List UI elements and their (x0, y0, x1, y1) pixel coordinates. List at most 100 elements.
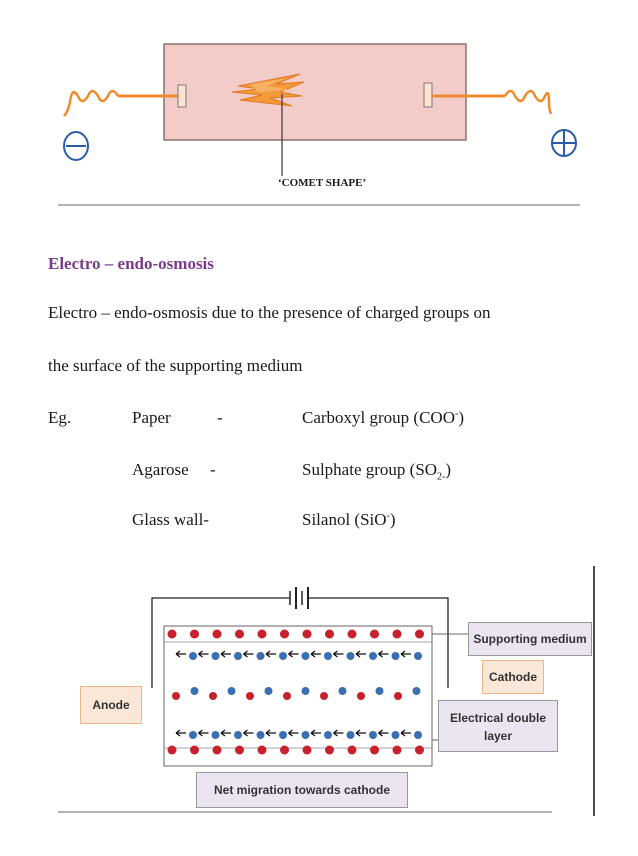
bulk-ion (375, 687, 384, 695)
positive-counter-ion (414, 652, 422, 660)
positive-counter-ion (391, 652, 400, 660)
section-heading: Electro – endo-osmosis (48, 254, 214, 273)
migration-arrow (355, 650, 366, 658)
eg-label: Eg. (48, 408, 72, 427)
positive-counter-ion (324, 731, 332, 739)
electrical-double-layer-label: Electrical double layer (438, 700, 558, 752)
example-dash: - (217, 408, 223, 427)
group-charge: - (386, 510, 390, 522)
positive-counter-ion (189, 652, 197, 660)
positive-counter-ion (211, 731, 220, 739)
migration-arrow (333, 729, 344, 737)
migration-arrow (400, 729, 411, 737)
positive-counter-ion (189, 731, 197, 739)
group-close: ) (445, 460, 452, 479)
positive-counter-ion (279, 652, 287, 660)
negative-fixed-charge (167, 745, 177, 755)
negative-fixed-charge (212, 629, 222, 639)
migration-arrow (378, 650, 389, 658)
positive-counter-ion (256, 652, 265, 660)
group-charge: 2- (437, 471, 446, 483)
migration-arrow (310, 729, 321, 737)
negative-fixed-charge (392, 629, 402, 639)
example-group: Carboxyl group (COO-) (302, 408, 464, 428)
negative-fixed-charge (415, 629, 424, 639)
bulk-ion (338, 687, 347, 695)
migration-arrow (198, 729, 209, 737)
double-layer-line-1: Electrical double (449, 711, 547, 725)
negative-fixed-charge (347, 745, 357, 755)
example-dash: - (210, 460, 216, 479)
ion-layer (167, 629, 424, 755)
bulk-ion (283, 692, 291, 700)
left-coil (63, 89, 120, 117)
positive-counter-ion (256, 731, 265, 739)
migration-arrow (400, 650, 411, 658)
migration-arrow (288, 650, 299, 658)
migration-arrow (355, 729, 366, 737)
net-migration-label: Net migration towards cathode (196, 772, 408, 808)
cathode-label: Cathode (482, 660, 544, 694)
example-medium: Glass wall- (132, 510, 209, 529)
bulk-ion (190, 687, 199, 695)
negative-fixed-charge (167, 629, 177, 639)
group-close: ) (389, 510, 396, 529)
negative-fixed-charge (347, 629, 357, 639)
minus-circle-icon (63, 131, 89, 161)
paragraph-line-2: the surface of the supporting medium (48, 356, 303, 375)
positive-counter-ion (369, 652, 377, 660)
bulk-ion (209, 692, 217, 700)
bulk-ion (320, 692, 328, 700)
bulk-ion (394, 692, 402, 700)
plus-circle-icon (551, 129, 577, 157)
bulk-ion (172, 692, 180, 700)
migration-arrow (265, 729, 276, 737)
positive-counter-ion (234, 731, 242, 739)
migration-arrow (310, 650, 321, 658)
negative-fixed-charge (235, 629, 244, 639)
group-close: ) (458, 408, 464, 427)
negative-fixed-charge (190, 745, 199, 755)
migration-arrow (378, 729, 389, 737)
positive-counter-ion (346, 652, 355, 660)
endo-osmosis-figure: Supporting medium Cathode Anode Electric… (0, 560, 638, 851)
positive-counter-ion (301, 731, 310, 739)
negative-fixed-charge (257, 745, 267, 755)
negative-fixed-charge (415, 745, 424, 755)
migration-arrow (333, 650, 344, 658)
right-coil (503, 89, 553, 115)
supporting-medium-label: Supporting medium (468, 622, 592, 656)
bulk-ion (264, 687, 273, 695)
anode-label: Anode (80, 686, 142, 724)
migration-arrow (175, 729, 186, 737)
migration-arrow (198, 650, 209, 658)
migration-arrow (175, 650, 186, 658)
negative-fixed-charge (392, 745, 402, 755)
negative-fixed-charge (212, 745, 222, 755)
negative-fixed-charge (257, 629, 267, 639)
bulk-ion (246, 692, 254, 700)
migration-arrow (220, 650, 231, 658)
negative-fixed-charge (235, 745, 244, 755)
group-text: Carboxyl group (COO (302, 408, 455, 427)
comet-shape-label: ‘COMET SHAPE’ (278, 177, 367, 189)
gel-tube (163, 43, 467, 141)
bulk-ion (227, 687, 236, 695)
battery-icon (289, 587, 309, 609)
negative-fixed-charge (302, 629, 312, 639)
endo-osmosis-svg (58, 566, 595, 816)
positive-counter-ion (369, 731, 377, 739)
positive-counter-ion (234, 652, 242, 660)
group-text: Silanol (SiO (302, 510, 387, 529)
example-medium: Agarose (132, 460, 189, 479)
circuit-wire (151, 597, 449, 688)
negative-fixed-charge (280, 629, 289, 639)
paragraph-line-1: Electro – endo-osmosis due to the presen… (48, 303, 491, 322)
positive-counter-ion (301, 652, 310, 660)
negative-fixed-charge (302, 745, 312, 755)
comet-electrophoresis-figure: ‘COMET SHAPE’ (0, 0, 638, 220)
negative-fixed-charge (325, 745, 334, 755)
example-group: Sulphate group (SO2-) (302, 460, 451, 482)
comet-shape (231, 73, 305, 107)
bulk-ion (357, 692, 365, 700)
